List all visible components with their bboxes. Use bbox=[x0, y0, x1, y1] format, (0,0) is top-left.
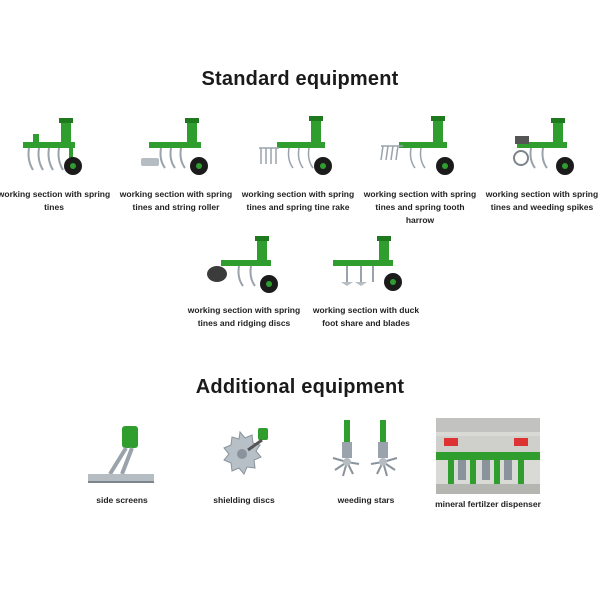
item-caption: weeding stars bbox=[337, 495, 395, 505]
standard-item-spring-tines[interactable]: working section with spring tines bbox=[0, 112, 112, 214]
weeding-star-icon bbox=[332, 420, 398, 477]
item-caption: working section with spring tines and we… bbox=[485, 189, 599, 212]
standard-item-weeding-spikes[interactable]: working section with spring tines and we… bbox=[484, 112, 600, 214]
spring-tine-section-icon bbox=[23, 118, 82, 175]
item-caption: working section with spring tines and st… bbox=[119, 189, 233, 212]
standard-equipment-heading: Standard equipment bbox=[201, 68, 399, 90]
item-caption: working section with spring tines and ri… bbox=[187, 305, 301, 328]
duck-foot-section-icon bbox=[333, 236, 402, 291]
fertilizer-dispenser-icon bbox=[436, 418, 540, 494]
tine-rake-section-icon bbox=[259, 116, 332, 175]
shielding-disc-icon bbox=[223, 428, 268, 475]
additional-item-shielding-discs[interactable]: shielding discs bbox=[186, 418, 302, 507]
weeding-spikes-section-icon bbox=[513, 118, 574, 175]
additional-item-weeding-stars[interactable]: weeding stars bbox=[308, 418, 424, 507]
item-caption: side screens bbox=[96, 495, 148, 505]
standard-item-tine-rake[interactable]: working section with spring tines and sp… bbox=[240, 112, 356, 214]
side-screen-icon bbox=[88, 426, 154, 483]
additional-item-side-screens[interactable]: side screens bbox=[64, 418, 180, 507]
additional-item-fertilizer-dispenser[interactable]: mineral fertilzer dispenser bbox=[430, 418, 546, 511]
tooth-harrow-section-icon bbox=[380, 116, 454, 175]
ridging-discs-section-icon bbox=[207, 236, 278, 293]
standard-item-ridging-discs[interactable]: working section with spring tines and ri… bbox=[186, 232, 302, 330]
standard-item-string-roller[interactable]: working section with spring tines and st… bbox=[118, 112, 234, 214]
item-caption: working section with spring tines bbox=[0, 189, 111, 212]
additional-equipment-heading: Additional equipment bbox=[195, 376, 405, 398]
string-roller-section-icon bbox=[141, 118, 208, 175]
item-caption: working section with duck foot share and… bbox=[312, 305, 420, 328]
item-caption: working section with spring tines and sp… bbox=[241, 189, 355, 212]
standard-item-duck-foot[interactable]: working section with duck foot share and… bbox=[308, 232, 424, 330]
item-caption: shielding discs bbox=[213, 495, 275, 505]
item-caption: working section with spring tines and sp… bbox=[363, 189, 477, 225]
standard-item-tooth-harrow[interactable]: working section with spring tines and sp… bbox=[362, 112, 478, 227]
item-caption: mineral fertilzer dispenser bbox=[435, 499, 541, 509]
